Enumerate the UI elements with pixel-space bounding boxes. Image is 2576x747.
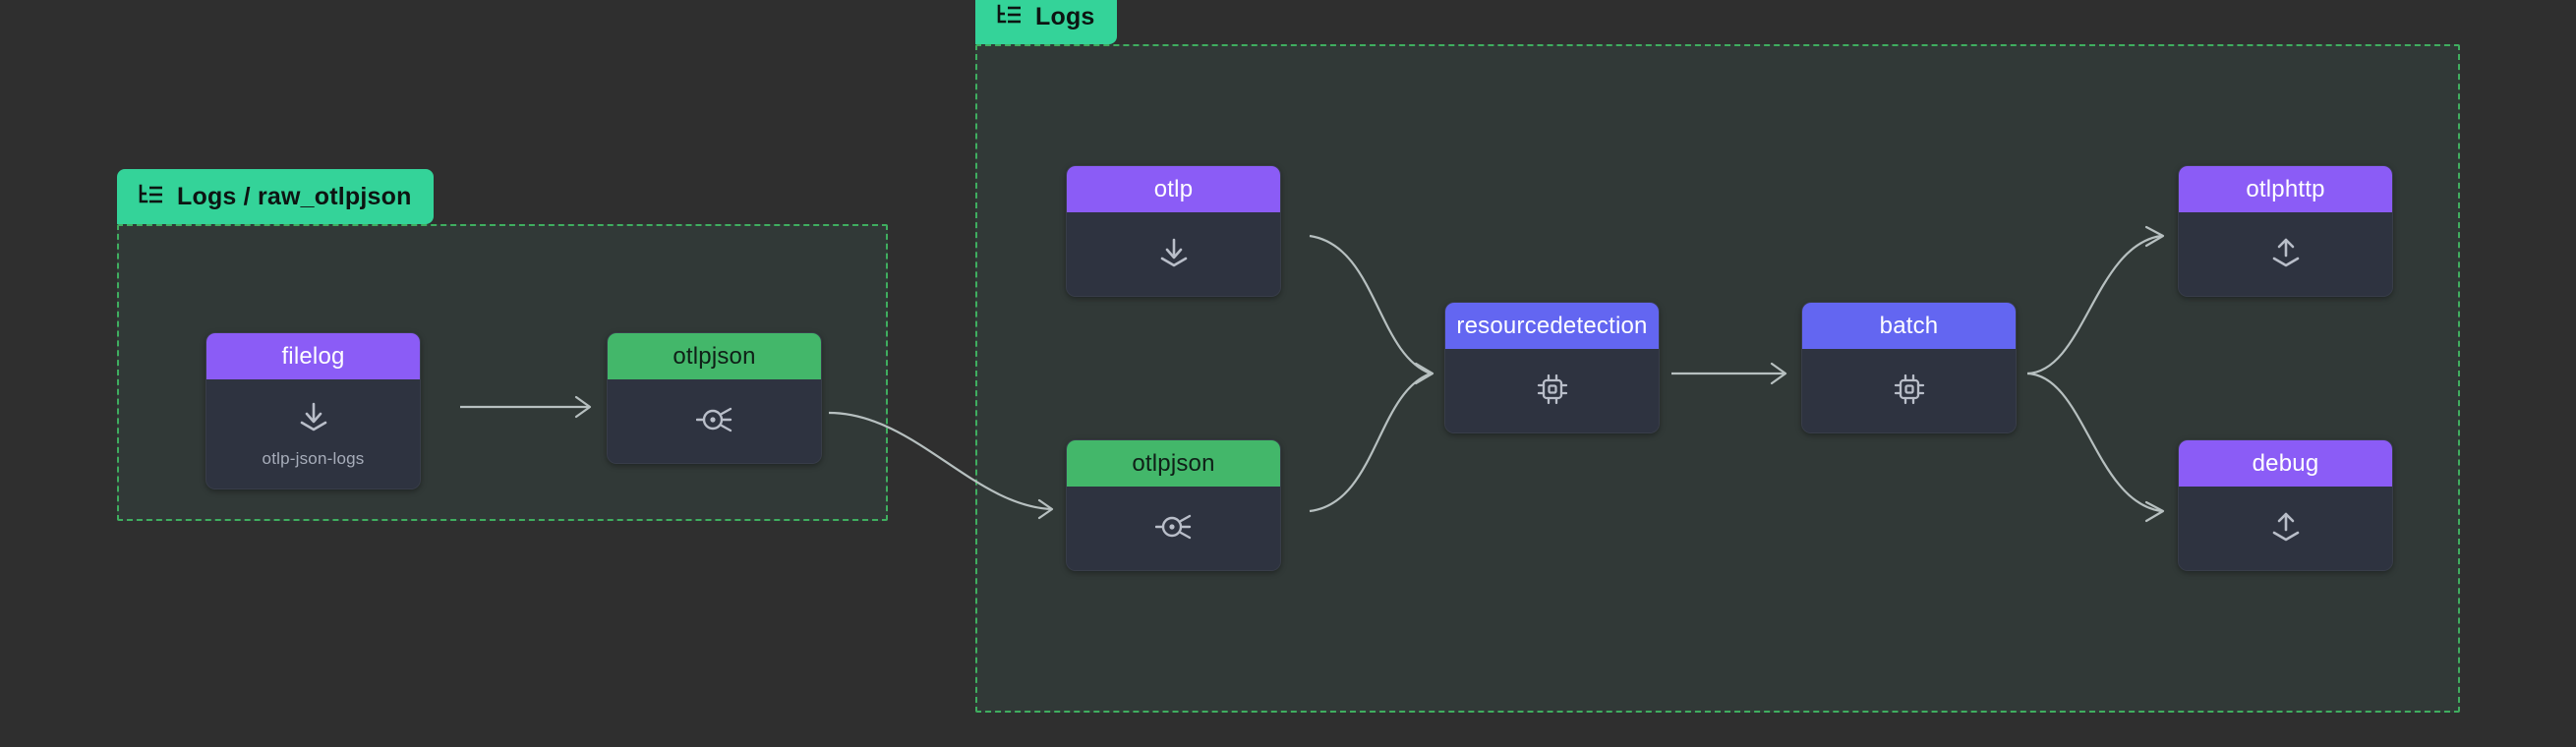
logs-icon	[997, 4, 1023, 30]
logs-icon	[139, 184, 164, 210]
node-filelog[interactable]: filelog otlp-json-logs	[205, 332, 421, 489]
node-batch-title: batch	[1802, 303, 2016, 349]
connector-icon	[1154, 512, 1193, 546]
pipeline-group-logs[interactable]	[975, 44, 2460, 713]
node-otlp[interactable]: otlp	[1066, 165, 1281, 297]
node-otlp-body	[1067, 212, 1280, 296]
node-filelog-title: filelog	[206, 333, 420, 379]
group-label-logs[interactable]: Logs	[975, 0, 1117, 44]
node-otlpjson-right-body	[1067, 487, 1280, 570]
import-arrow-icon	[297, 401, 330, 437]
node-debug-title: debug	[2179, 440, 2392, 487]
node-otlphttp-title: otlphttp	[2179, 166, 2392, 212]
group-label-logs-raw-otlpjson[interactable]: Logs / raw_otlpjson	[117, 169, 434, 224]
node-otlpjson-right[interactable]: otlpjson	[1066, 439, 1281, 571]
node-batch[interactable]: batch	[1801, 302, 2017, 433]
node-otlphttp[interactable]: otlphttp	[2178, 165, 2393, 297]
node-filelog-body: otlp-json-logs	[206, 379, 420, 488]
node-otlpjson-left-title: otlpjson	[608, 333, 821, 379]
node-resourcedetection-title: resourcedetection	[1445, 303, 1659, 349]
export-arrow-icon	[2269, 237, 2303, 273]
node-debug-body	[2179, 487, 2392, 570]
node-otlpjson-right-title: otlpjson	[1067, 440, 1280, 487]
node-otlphttp-body	[2179, 212, 2392, 296]
node-otlpjson-left[interactable]: otlpjson	[607, 332, 822, 464]
node-otlp-title: otlp	[1067, 166, 1280, 212]
node-resourcedetection[interactable]: resourcedetection	[1444, 302, 1660, 433]
node-batch-body	[1802, 349, 2016, 432]
node-otlpjson-left-body	[608, 379, 821, 463]
import-arrow-icon	[1157, 237, 1191, 273]
connector-icon	[695, 405, 733, 439]
export-arrow-icon	[2269, 511, 2303, 547]
chip-icon	[1536, 373, 1569, 411]
group-label-text: Logs	[1035, 2, 1095, 30]
chip-icon	[1893, 373, 1926, 411]
node-filelog-subtitle: otlp-json-logs	[262, 449, 365, 468]
group-label-text: Logs / raw_otlpjson	[177, 182, 412, 210]
node-resourcedetection-body	[1445, 349, 1659, 432]
node-debug[interactable]: debug	[2178, 439, 2393, 571]
